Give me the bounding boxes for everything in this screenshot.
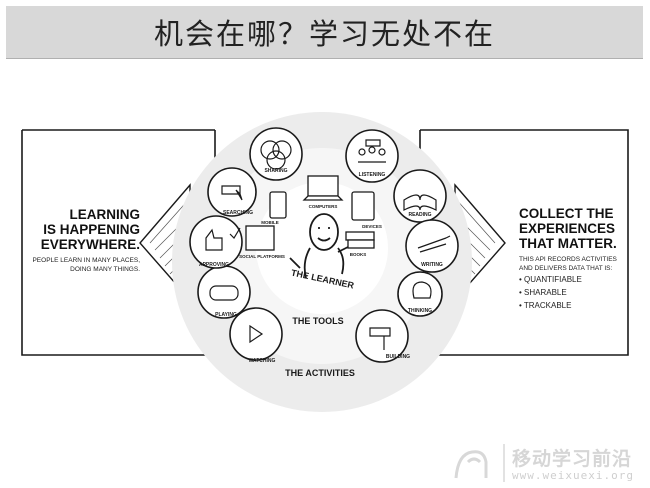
right-panel: COLLECT THE EXPERIENCES THAT MATTER. THI…: [519, 206, 637, 312]
label-the-tools: THE TOOLS: [292, 316, 343, 326]
approving-circle: [189, 215, 243, 269]
open-book-icon: [403, 194, 437, 211]
mobile-icon: [269, 191, 287, 219]
label-playing: PLAYING: [215, 312, 237, 318]
activity-labels: SHARING LISTENING READING WRITING THINKI…: [199, 168, 443, 364]
searching-circle: [207, 167, 257, 217]
venn-icon: [260, 140, 280, 160]
play-icon: [249, 324, 264, 344]
thumbs-up-icon: [205, 227, 241, 251]
watermark-url: www.weixuexi.org: [512, 469, 634, 482]
tool-icons: [245, 175, 375, 251]
watermark-logo-icon: [454, 444, 505, 482]
activity-icons: [205, 139, 451, 350]
books-icon: [345, 231, 375, 241]
right-sub-line-2: AND DELIVERS DATA THAT IS:: [519, 265, 613, 272]
audience-icon: [358, 139, 386, 163]
label-watching: WATCHING: [249, 358, 276, 364]
label-searching: SEARCHING: [223, 210, 253, 216]
left-sub-line-1: PEOPLE LEARN IN MANY PLACES,: [32, 257, 140, 264]
watermark-name: 移动学习前沿: [512, 448, 633, 470]
label-thinking: THINKING: [408, 308, 432, 314]
left-heading-line-1: LEARNING: [69, 207, 141, 222]
label-writing: WRITING: [421, 262, 443, 268]
label-social-platforms: SOCIAL PLATFORMS: [239, 254, 285, 259]
thinking-circle: [397, 271, 443, 317]
social-platform-icon: [245, 225, 275, 251]
writing-circle: [405, 219, 459, 273]
learner-figure: [289, 213, 355, 279]
left-sub-text: PEOPLE LEARN IN MANY PLACES, DOING MANY …: [28, 256, 140, 274]
devices-icon: [351, 191, 375, 221]
page-title: 机会在哪？学习无处不在: [153, 17, 495, 51]
hammer-icon: [369, 327, 391, 350]
activity-circles: [189, 127, 459, 363]
controller-icon: [209, 285, 239, 301]
cursor-icon: [221, 185, 243, 201]
label-the-activities: THE ACTIVITIES: [285, 368, 355, 378]
sharing-circle: [249, 127, 303, 181]
bullet-quantifiable: • QUANTIFIABLE: [519, 275, 582, 284]
bullet-trackable: • TRACKABLE: [519, 301, 572, 310]
left-heading-line-3: EVERYWHERE.: [40, 237, 140, 252]
right-heading-line-2: EXPERIENCES: [519, 221, 616, 236]
label-computers: COMPUTERS: [309, 204, 338, 209]
label-books: BOOKS: [350, 252, 367, 257]
label-devices: DEVICES: [362, 224, 382, 229]
label-listening: LISTENING: [359, 172, 386, 178]
computer-icon: [307, 175, 339, 197]
label-approving: APPROVING: [199, 262, 229, 268]
label-mobile: MOBILE: [261, 220, 279, 225]
tool-labels: MOBILE COMPUTERS DEVICES BOOKS SOCIAL PL…: [239, 204, 382, 259]
left-panel: LEARNING IS HAPPENING EVERYWHERE. PEOPLE…: [28, 207, 140, 274]
bullet-sharable: • SHARABLE: [519, 288, 567, 297]
label-sharing: SHARING: [264, 168, 287, 174]
pen-icon: [417, 235, 451, 253]
right-sub-text: THIS API RECORDS ACTIVITIES AND DELIVERS…: [519, 255, 637, 273]
listening-circle: [345, 129, 399, 183]
right-sub-line-1: THIS API RECORDS ACTIVITIES: [519, 256, 617, 263]
left-heading-line-2: IS HAPPENING: [43, 222, 140, 237]
left-sub-line-2: DOING MANY THINGS.: [70, 266, 140, 273]
right-heading-line-3: THAT MATTER.: [519, 236, 617, 251]
right-heading-line-1: COLLECT THE: [519, 206, 614, 221]
playing-circle: [197, 265, 251, 319]
title-bar: 机会在哪？学习无处不在: [6, 6, 643, 59]
label-building: BUILDING: [386, 354, 410, 360]
label-reading: READING: [408, 212, 431, 218]
watching-circle: [229, 307, 283, 361]
head-icon: [412, 281, 432, 299]
